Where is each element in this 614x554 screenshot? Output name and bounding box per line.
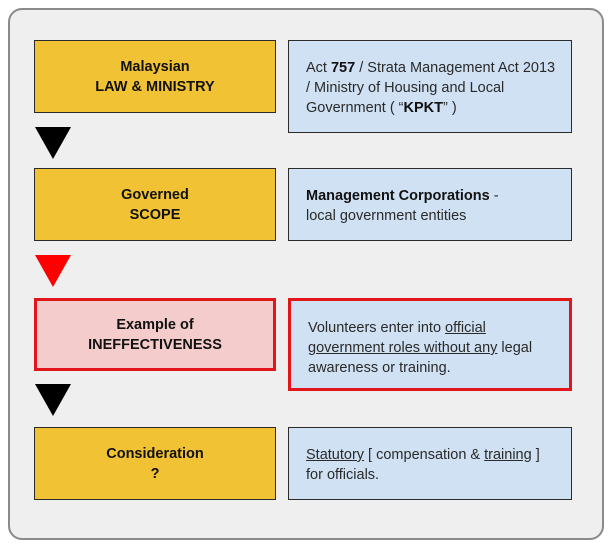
kpkt-acronym: KPKT (403, 100, 443, 116)
management-corporations-label: Management Corporations (306, 188, 490, 204)
training-text: training (484, 447, 532, 463)
detail-text: / Strata Management Act 2013 / Ministry … (306, 60, 556, 116)
governed-scope-detail: Management Corporations - local governme… (288, 168, 572, 241)
detail-text: - (489, 188, 499, 204)
act-number: 757 (330, 60, 356, 76)
governed-scope-line2: SCOPE (129, 206, 181, 223)
down-arrow-icon (35, 127, 71, 159)
detail-text: legal awareness or training. (308, 340, 533, 376)
consideration-box: Consideration ? (34, 427, 276, 500)
detail-text: [ compensation & (364, 447, 485, 463)
consideration-line2: ? (150, 465, 160, 482)
ineffectiveness-line2: INEFFECTIVENESS (88, 336, 222, 353)
down-arrow-red-icon (35, 255, 71, 287)
underlined-text: official government roles without any (308, 320, 498, 356)
detail-text: ] for officials. (306, 447, 540, 483)
ineffectiveness-detail: Volunteers enter into official governmen… (288, 298, 572, 391)
ineffectiveness-box: Example of INEFFECTIVENESS (34, 298, 276, 371)
detail-text: Volunteers enter into (308, 320, 446, 336)
law-ministry-line2: LAW & MINISTRY (95, 78, 215, 95)
statutory-text: Statutory (306, 447, 365, 463)
down-arrow-icon (35, 384, 71, 416)
governed-scope-line1: Governed (121, 186, 189, 203)
law-ministry-box: Malaysian LAW & MINISTRY (34, 40, 276, 113)
detail-text: Act (306, 60, 331, 76)
governed-scope-box: Governed SCOPE (34, 168, 276, 241)
law-ministry-detail: Act 757 / Strata Management Act 2013 / M… (288, 40, 572, 133)
detail-text: local government entities (306, 208, 467, 224)
detail-text: ” ) (442, 100, 457, 116)
consideration-detail: Statutory [ compensation & training ] fo… (288, 427, 572, 500)
law-ministry-line1: Malaysian (120, 58, 190, 75)
ineffectiveness-line1: Example of (116, 316, 194, 333)
consideration-line1: Consideration (106, 445, 204, 462)
